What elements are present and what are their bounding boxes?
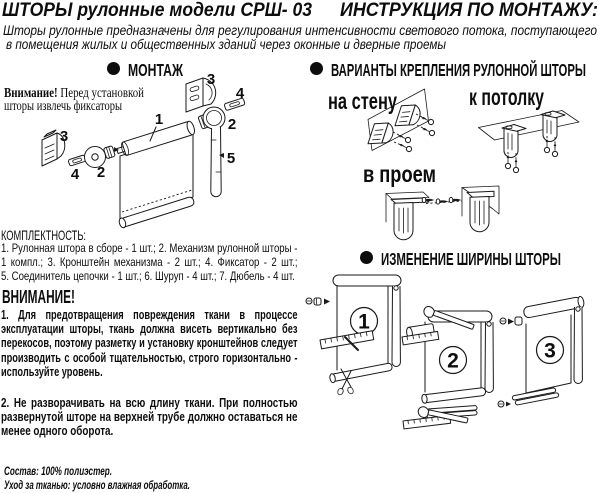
- text-line: эксплуатации шторы, ткань должна висеть …: [0, 322, 298, 337]
- footer-care: Уход за тканью: условно влажная обработк…: [4, 478, 286, 492]
- ceiling-mount-diagram: [478, 110, 580, 174]
- subtitle-line-2: в помещения жилых и общественных зданий …: [6, 37, 513, 52]
- saw-bottom: [402, 405, 478, 430]
- text-line: используйте уровень.: [0, 364, 103, 379]
- vnimanie-paragraph-2: 2. Не разворачивать на всю длину ткани. …: [1, 396, 298, 439]
- section-montazh-label: МОНТАЖ: [128, 60, 183, 80]
- vnimanie-paragraph-1: 1. Для предотвращения повреждения ткани …: [1, 308, 298, 379]
- text-line: 2. Не разворачивать на всю длину ткани. …: [0, 396, 298, 410]
- label-ceiling-mount-text: к потолку: [469, 83, 544, 110]
- label-opening-mount: в проем: [363, 161, 455, 188]
- komplekt-title-text: КОМПЛЕКТНОСТЬ:: [1, 226, 86, 243]
- label-opening-mount-text: в проем: [363, 161, 436, 187]
- fixator-right: [224, 97, 246, 111]
- part-number-1: 1: [155, 111, 163, 128]
- blind-tube: [116, 120, 195, 156]
- section-variants-label: ВАРИАНТЫ КРЕПЛЕНИЯ РУЛОННОЙ ШТОРЫ: [331, 60, 586, 80]
- part-number-3b: 3: [207, 71, 215, 88]
- part-number-2b: 2: [228, 116, 236, 133]
- page-title-right-text: ИНСТРУКЦИЯ ПО МОНТАЖУ:: [340, 0, 598, 21]
- text-line: менее одного оборота.: [0, 424, 113, 439]
- step-number-3: 3: [544, 340, 556, 363]
- opening-corner-left: [385, 191, 430, 241]
- page-title: ШТОРЫ рулонные модели СРШ- 03: [2, 0, 338, 22]
- opening-corner-right: [461, 185, 500, 233]
- bullet-icon: [310, 62, 323, 75]
- opening-screws: [421, 196, 463, 205]
- page-title-right: ИНСТРУКЦИЯ ПО МОНТАЖУ:: [340, 0, 600, 22]
- fixator-left: [68, 154, 87, 167]
- label-ceiling-mount: к потолку: [469, 84, 578, 111]
- bullet-icon: [360, 251, 373, 264]
- step-number-2: 2: [447, 350, 459, 373]
- part-number-4: 4: [71, 166, 80, 183]
- mechanism-left: [84, 145, 119, 168]
- section-montazh: МОНТАЖ: [107, 60, 207, 81]
- step-number-1: 1: [358, 311, 370, 334]
- wall-bracket-upper: [394, 104, 421, 127]
- bracket-left: [41, 129, 66, 167]
- part-number-4b: 4: [236, 85, 245, 102]
- warning-note-line-1-text: Внимание! Перед установкой: [4, 85, 144, 101]
- width-step-3: 3: [497, 296, 585, 408]
- scissors-icon: [337, 368, 354, 396]
- vnimanie-title-text: ВНИМАНИЕ!: [2, 287, 75, 307]
- saw-top: [401, 306, 475, 346]
- cap-arrow-3-top: [499, 316, 523, 326]
- section-width-change: ИЗМЕНЕНИЕ ШИРИНЫ ШТОРЫ: [360, 249, 600, 270]
- vnimanie-title: ВНИМАНИЕ!: [2, 287, 113, 308]
- text-line: перекосов, поэтому разметку и установку …: [0, 336, 298, 351]
- komplekt-title: КОМПЛЕКТНОСТЬ:: [1, 227, 129, 243]
- bullet-icon: [107, 62, 120, 75]
- text-line: 1 компл.; 3. Кронштейн механизма - 2 шт.…: [0, 255, 298, 269]
- subtitle-line-2-text: в помещения жилых и общественных зданий …: [6, 36, 446, 52]
- page-title-left: ШТОРЫ рулонные модели СРШ- 03: [2, 0, 312, 21]
- warning-note-line-2: шторы извлечь фиксаторы: [4, 98, 156, 114]
- subtitle-line-1: Шторы рулонные предназначены для регулир…: [3, 23, 600, 38]
- text-line: 1. Рулонная штора в сборе - 1 шт.; 2. Ме…: [0, 241, 298, 255]
- footer-composition-text: Состав: 100% полиэстер.: [4, 464, 112, 478]
- footer-care-text: Уход за тканью: условно влажная обработк…: [4, 478, 190, 492]
- text-line: 1. Для предотвращения повреждения ткани …: [0, 308, 298, 322]
- wall-mount-diagram: [367, 88, 436, 153]
- subtitle-line-1-text: Шторы рулонные предназначены для регулир…: [3, 22, 597, 38]
- part-number-3: 3: [60, 128, 68, 145]
- text-line: развернутой шторе на верхней трубе должн…: [0, 410, 298, 425]
- section-width-change-label: ИЗМЕНЕНИЕ ШИРИНЫ ШТОРЫ: [381, 249, 561, 269]
- wall-screws: [392, 113, 436, 153]
- komplekt-list: 1. Рулонная штора в сборе - 1 шт.; 2. Ме…: [1, 241, 298, 283]
- warning-note-rest: Перед установкой: [57, 85, 144, 100]
- warning-note-bold: Внимание!: [4, 85, 58, 100]
- width-step-2: 2: [401, 306, 494, 430]
- width-change-diagram: 1: [305, 274, 585, 430]
- mechanism-right: [198, 106, 226, 130]
- blind-bottom-bar: [118, 196, 195, 229]
- bottom-rods-3: [497, 387, 560, 408]
- montazh-diagram: 1 3 4 2 3 4: [41, 71, 246, 229]
- bracket-right: [185, 77, 217, 113]
- opening-mount-diagram: [385, 185, 500, 241]
- chain-loop: [210, 126, 222, 198]
- footer-composition: Состав: 100% полиэстер.: [4, 464, 163, 478]
- part-number-2: 2: [97, 164, 105, 181]
- warning-note-line-1: Внимание! Перед установкой: [4, 85, 177, 101]
- ceiling-screws: [504, 136, 559, 174]
- ceiling-bracket-left: [501, 124, 527, 158]
- text-line: производить с особой тщательностью, стро…: [0, 350, 298, 365]
- part-number-5: 5: [227, 150, 235, 167]
- width-step-1: 1: [305, 274, 402, 396]
- wall-bracket-lower: [367, 122, 394, 145]
- cap-arrow-1: [305, 297, 330, 306]
- text-line: 5. Соединитель цепочки - 1 шт.; 6. Шуруп…: [0, 269, 295, 283]
- ceiling-bracket-right: [540, 110, 566, 142]
- section-variants: ВАРИАНТЫ КРЕПЛЕНИЯ РУЛОННОЙ ШТОРЫ: [310, 60, 600, 81]
- warning-note-line-2-text: шторы извлечь фиксаторы: [4, 97, 122, 113]
